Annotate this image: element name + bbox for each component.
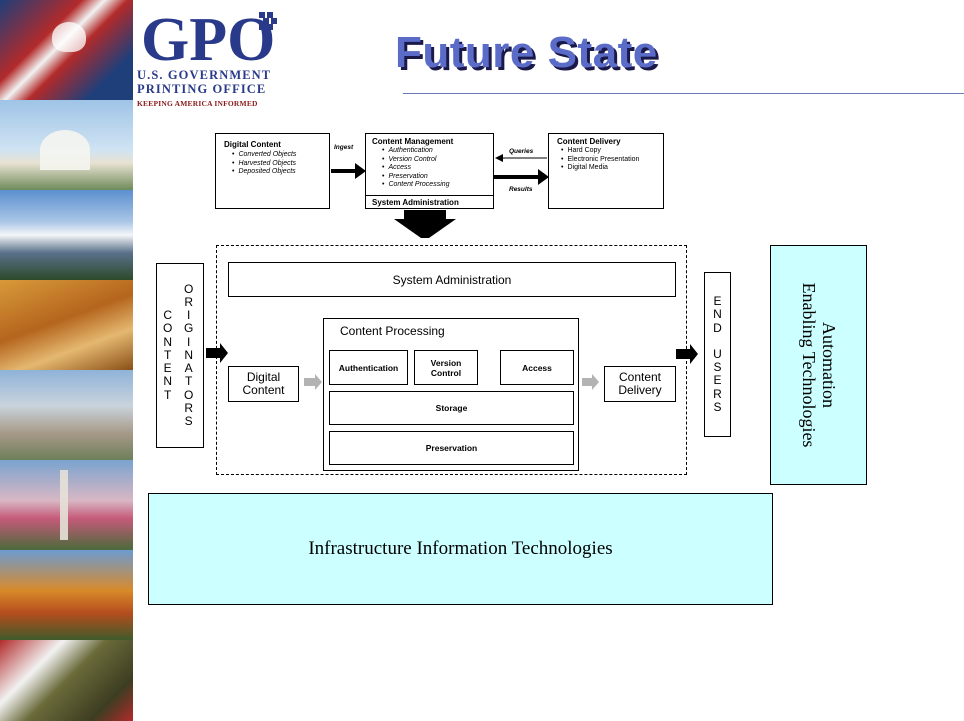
access-box: Access [500, 350, 574, 385]
content-processing-title: Content Processing [340, 324, 445, 338]
autumn-village-photo [0, 550, 133, 640]
logo-tagline: KEEPING AMERICA INFORMED [137, 99, 258, 108]
automation-enabling-technologies-box: Automation Enabling Technologies [770, 245, 867, 485]
letter: S [713, 399, 722, 414]
letter: E [163, 361, 172, 376]
letter: I [187, 308, 191, 323]
logo-line-2: PRINTING OFFICE [137, 82, 267, 96]
ingest-label: Ingest [334, 144, 354, 151]
list-item: Electronic Presentation [561, 156, 663, 165]
digital-content-box: Digital Content [228, 366, 299, 402]
content-originators-box: C O N T E N T O R I G I N A T O R S [156, 263, 204, 448]
letter: E [713, 294, 722, 309]
queries-label: Queries [509, 148, 534, 155]
mount-rushmore-photo [0, 370, 133, 460]
letter: O [163, 321, 173, 336]
list-item: Hard Copy [561, 147, 663, 156]
version-control-box: Version Control [414, 350, 478, 385]
letter: N [713, 307, 722, 322]
soldiers-flag-photo [0, 640, 133, 721]
content-delivery-box: Content Delivery [604, 366, 676, 402]
content-delivery-line-1: Content [618, 370, 662, 384]
letter: I [187, 334, 191, 349]
list-item: Access [382, 164, 493, 173]
logo-line-1: U.S. GOVERNMENT [137, 68, 272, 82]
letter: G [184, 321, 194, 336]
photo-strip [0, 0, 133, 721]
capitol-photo [0, 100, 133, 190]
gpo-letters: GPO [141, 6, 275, 68]
digital-content-line-2: Content [242, 383, 285, 397]
list-item: Harvested Objects [232, 160, 329, 169]
letter: C [163, 308, 172, 323]
version-control-line-2: Control [430, 367, 462, 378]
letter: U [713, 346, 722, 361]
letter: S [713, 360, 722, 375]
top-system-administration: System Administration [366, 195, 493, 209]
authentication-box: Authentication [329, 350, 408, 385]
title-rule [403, 93, 964, 94]
list-item: Digital Media [561, 164, 663, 173]
letter: E [713, 373, 722, 388]
preservation-box: Preservation [329, 431, 574, 465]
top-content-management-title: Content Management [372, 137, 454, 146]
letter: T [185, 374, 193, 389]
end-users-arrowhead [690, 344, 698, 364]
top-content-management-box: Content Management Authentication Versio… [365, 133, 494, 209]
down-arrow [394, 219, 456, 238]
content-processing-box: Content Processing Authentication Versio… [323, 318, 579, 471]
letter: R [184, 295, 193, 310]
letter: D [713, 320, 722, 335]
top-content-delivery-box: Content Delivery Hard Copy Electronic Pr… [548, 133, 664, 209]
results-label: Results [509, 186, 533, 193]
system-boundary [216, 245, 687, 475]
slide-title: Future State [395, 28, 658, 77]
system-administration-box: System Administration [228, 262, 676, 297]
gpo-logo-mark: GPO [141, 6, 277, 68]
letter: R [184, 400, 193, 415]
top-content-management-list: Authentication Version Control Access Pr… [372, 147, 493, 190]
automation-line-2: Enabling Technologies [798, 282, 819, 448]
infrastructure-box: Infrastructure Information Technologies [148, 493, 773, 605]
down-arrow-shaft [404, 210, 446, 220]
list-item: Preservation [382, 173, 493, 182]
content-delivery-line-2: Delivery [618, 383, 662, 397]
letter: O [184, 387, 194, 402]
letter: O [184, 281, 194, 296]
letter: A [184, 361, 193, 376]
list-item: Converted Objects [232, 151, 329, 160]
parchment-quill-photo [0, 280, 133, 370]
washington-monument-photo [0, 460, 133, 550]
top-content-delivery-list: Hard Copy Electronic Presentation Digita… [557, 147, 663, 173]
top-digital-content-box: Digital Content Converted Objects Harves… [215, 133, 330, 209]
automation-text: Automation Enabling Technologies [799, 283, 839, 448]
digital-content-line-1: Digital [246, 370, 281, 384]
gpo-logo: GPO U.S. GOVERNMENT PRINTING OFFICE KEEP… [137, 4, 287, 114]
letter: R [713, 386, 722, 401]
list-item: Content Processing [382, 181, 493, 190]
end-users-box: E N D U S E R S [704, 272, 731, 437]
letter: T [164, 347, 172, 362]
list-item: Deposited Objects [232, 168, 329, 177]
eagle-flag-photo [0, 0, 133, 100]
originators-letters: O R I G I N A T O R S [184, 264, 193, 447]
top-content-delivery-title: Content Delivery [557, 137, 621, 146]
top-digital-content-list: Converted Objects Harvested Objects Depo… [224, 151, 329, 177]
content-letters: C O N T E N T [163, 264, 172, 447]
version-control-line-1: Version [430, 357, 462, 368]
list-item: Version Control [382, 156, 493, 165]
letter: N [184, 347, 193, 362]
letter: N [163, 374, 172, 389]
letter: T [164, 387, 172, 402]
letter: N [163, 334, 172, 349]
list-item: Authentication [382, 147, 493, 156]
top-digital-content-title: Digital Content [224, 140, 281, 149]
automation-line-1: Automation [818, 322, 839, 408]
mountain-photo [0, 190, 133, 280]
storage-box: Storage [329, 391, 574, 425]
letter: S [184, 413, 193, 428]
